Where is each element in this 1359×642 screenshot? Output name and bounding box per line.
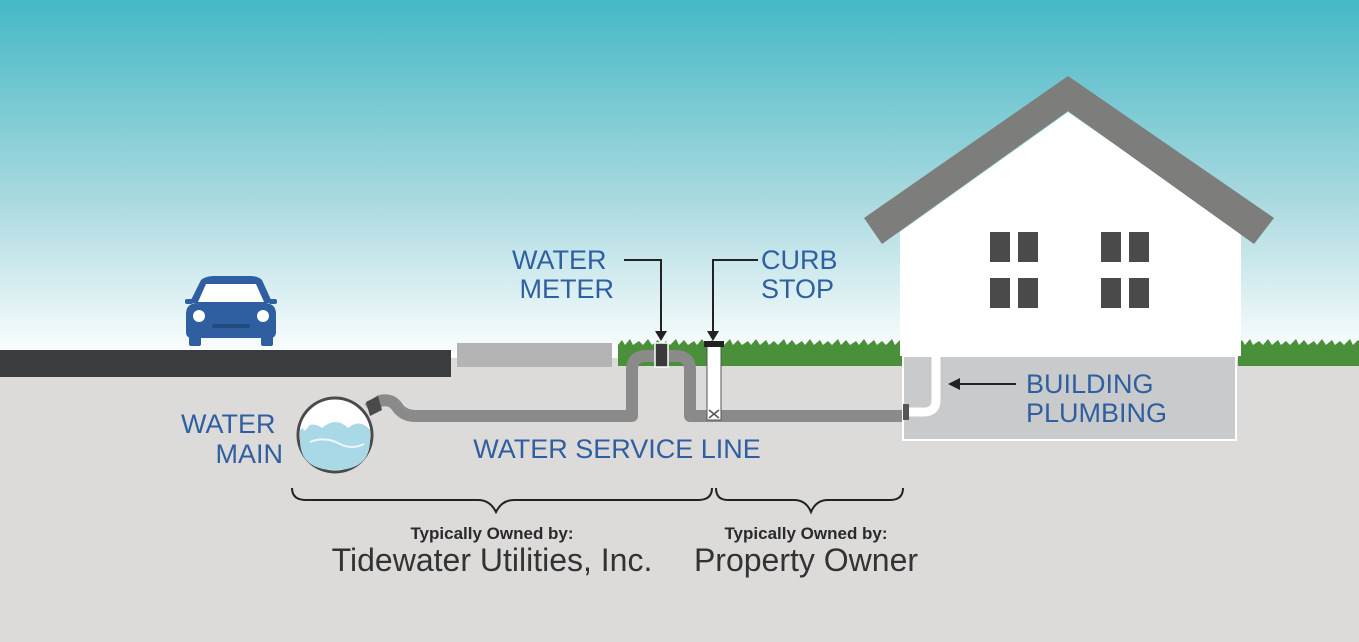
- water-meter-icon: [654, 342, 669, 368]
- water-service-line-label: WATER SERVICE LINE: [473, 434, 761, 464]
- property-ownership-caption: Typically Owned by:: [724, 524, 887, 543]
- curb-stop-label: CURB STOP: [761, 245, 845, 304]
- building-plumbing-label: BUILDING PLUMBING: [1026, 369, 1167, 428]
- property-owner-name: Property Owner: [694, 542, 918, 578]
- window-icon: [990, 232, 1038, 308]
- basement: [902, 355, 1237, 441]
- car-icon: [185, 276, 277, 346]
- utility-ownership-caption: Typically Owned by:: [410, 524, 573, 543]
- house: [864, 76, 1274, 441]
- callout-arrows: [624, 259, 1016, 385]
- service-line-pipe: [364, 350, 906, 422]
- plumbing-connector: [903, 404, 909, 420]
- curb-stop-icon: [704, 341, 724, 421]
- building-plumbing-pipe: [906, 357, 941, 417]
- water-main-label: WATER MAIN: [181, 409, 283, 469]
- roof: [864, 76, 1274, 244]
- sidewalk: [457, 343, 612, 367]
- water-meter-label: WATER METER: [512, 245, 614, 304]
- utility-owner-name: Tidewater Utilities, Inc.: [332, 542, 653, 578]
- window-icon: [1101, 232, 1149, 308]
- arrowheads: [655, 331, 960, 390]
- road: [0, 350, 451, 377]
- main-connector: [366, 396, 382, 416]
- ownership-braces: [291, 487, 904, 515]
- water-main-pipe: [296, 396, 374, 474]
